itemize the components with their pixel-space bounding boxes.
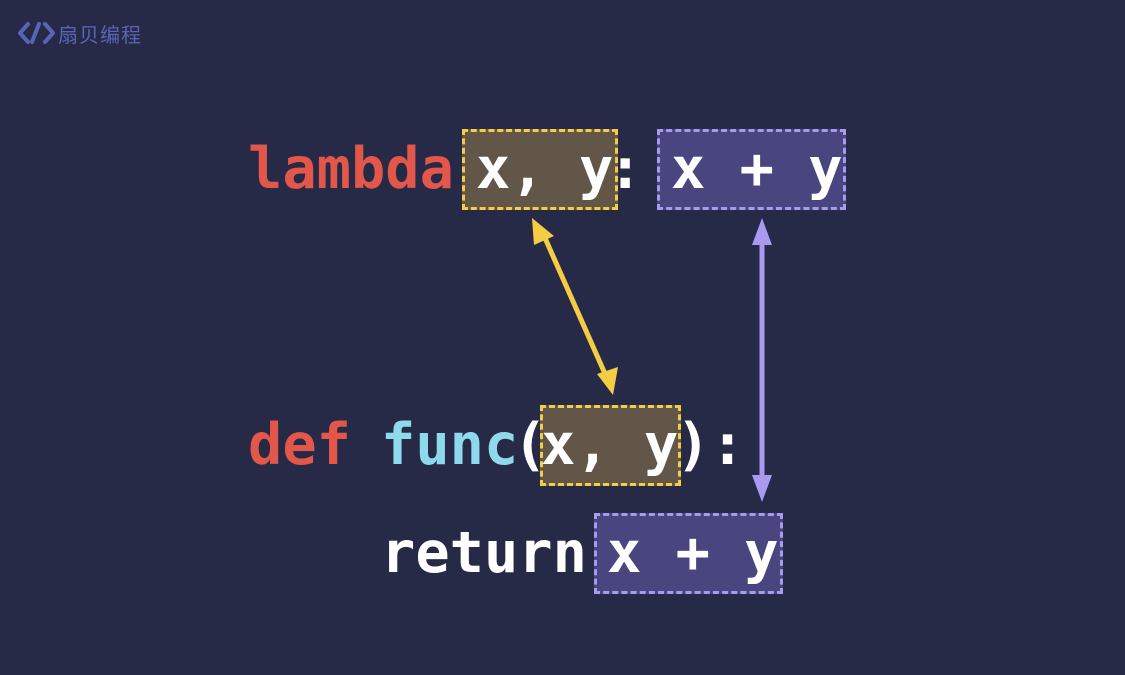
brand-name: 扇贝编程 <box>58 23 142 47</box>
return-expression-box <box>594 513 783 594</box>
return-keyword: return <box>381 520 587 586</box>
lambda-expression: x + y <box>671 136 843 202</box>
lambda-keyword: lambda <box>248 136 454 202</box>
def-close-paren-colon: ): <box>676 412 745 478</box>
function-name: func <box>381 412 519 478</box>
lambda-colon: : <box>608 136 643 202</box>
def-open-paren: ( <box>513 412 548 478</box>
def-params: x, y <box>541 412 679 478</box>
return-expression: x + y <box>607 520 779 586</box>
expression-arrow <box>752 218 772 502</box>
lambda-expression-box <box>657 129 846 210</box>
def-keyword: def <box>248 412 351 478</box>
def-params-box <box>540 405 681 486</box>
params-arrow <box>532 218 618 395</box>
lambda-params-box <box>462 129 618 210</box>
code-brackets-icon <box>18 20 56 51</box>
lambda-params: x, y <box>476 136 614 202</box>
brand-logo: 扇贝编程 <box>18 20 142 51</box>
